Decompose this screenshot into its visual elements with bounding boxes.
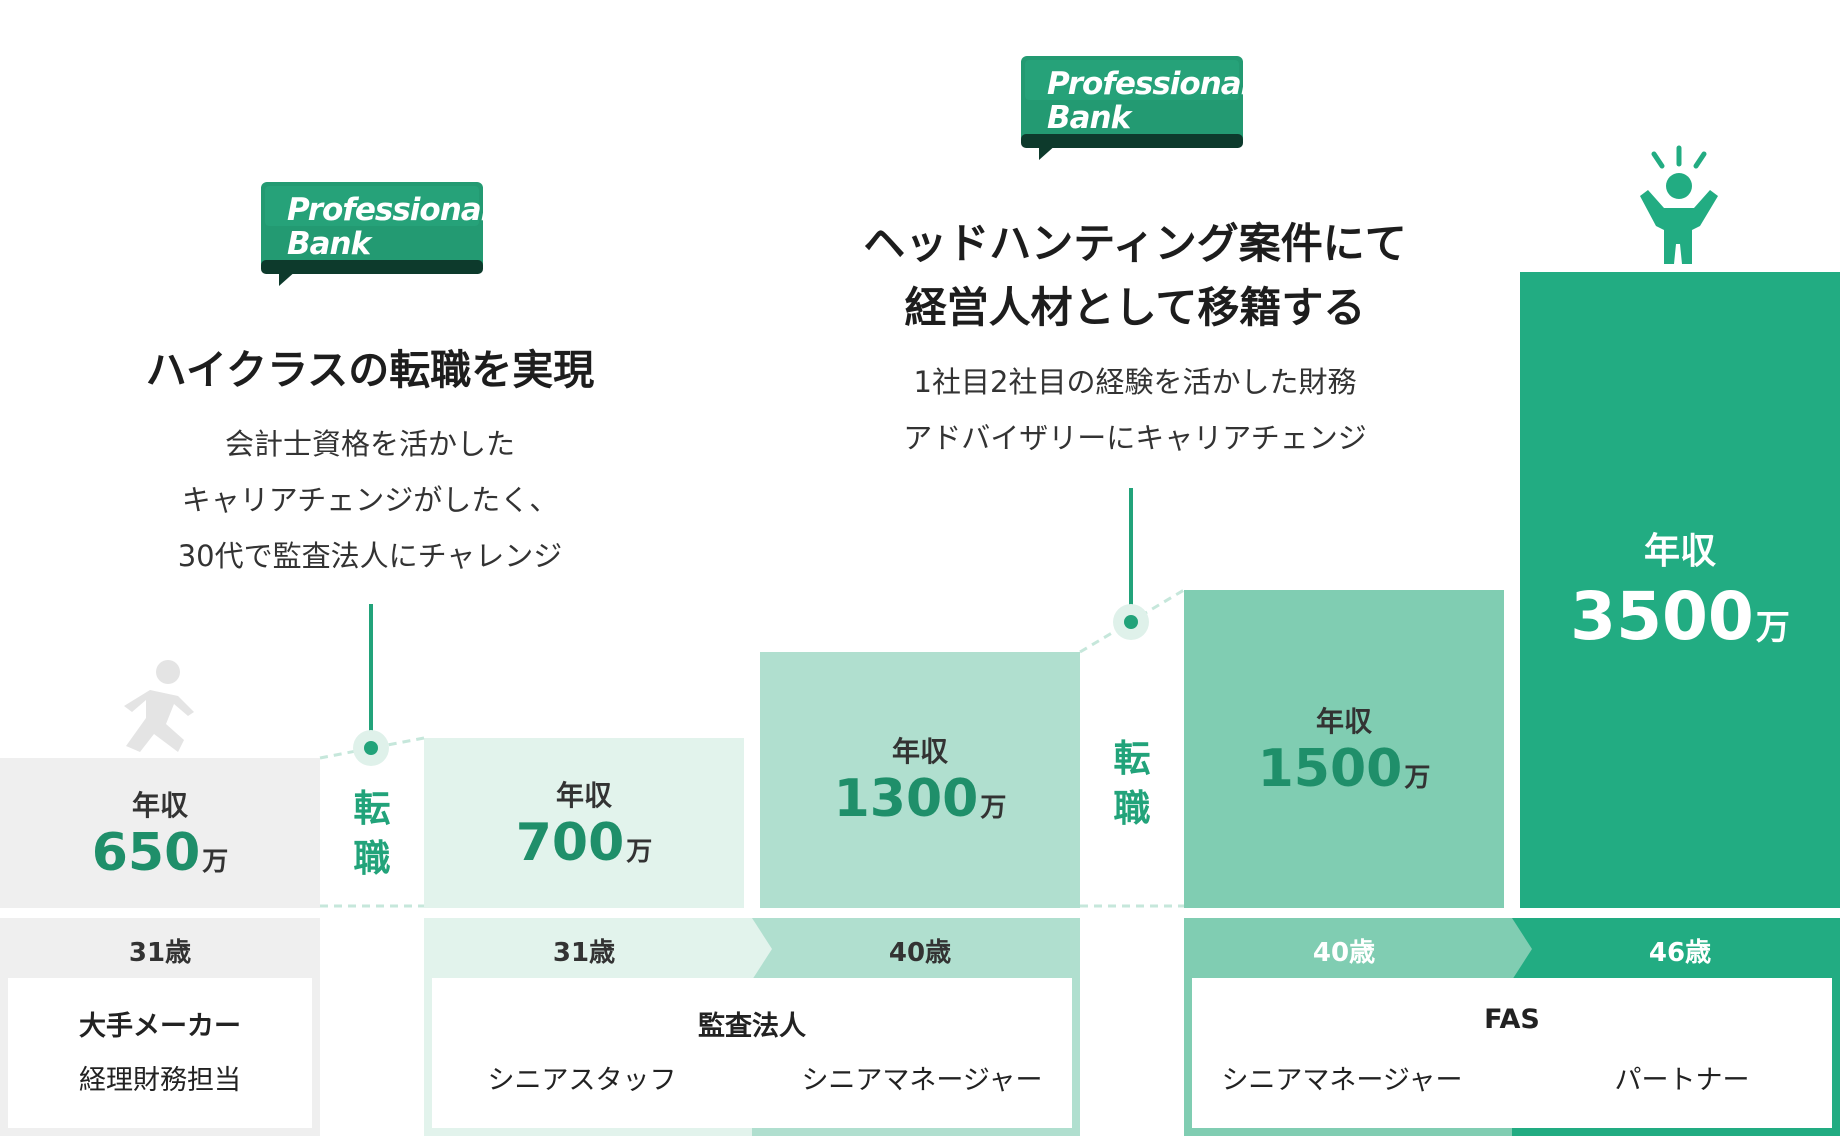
- step2-title-line: ヘッドハンティング案件にて: [863, 219, 1407, 268]
- step1-desc-line: キャリアチェンジがしたく、: [181, 483, 559, 517]
- logo-banner-shape: [1021, 56, 1243, 160]
- professional-bank-logo-1: Professional Bank: [261, 182, 491, 287]
- professional-bank-logo-2: Professional Bank: [1021, 56, 1251, 161]
- salary-block-1300: [760, 652, 1080, 908]
- salary-label: 年収: [131, 789, 188, 822]
- company-card-3: FAS シニアマネージャー パートナー: [1192, 978, 1832, 1128]
- step2-desc-line: アドバイザリーにキャリアチェンジ: [903, 421, 1367, 455]
- age-label: 40歳: [888, 938, 952, 968]
- salary-650: 年収 650万: [0, 784, 320, 882]
- salary-amount: 650: [91, 823, 201, 883]
- salary-unit: 万: [1755, 608, 1790, 648]
- role-to: パートナー: [1614, 1065, 1750, 1096]
- role-to: シニアマネージャー: [801, 1065, 1043, 1096]
- running-person-icon: [124, 660, 194, 752]
- company-card-2: 監査法人 シニアスタッフ シニアマネージャー: [432, 978, 1072, 1128]
- salary-unit: 万: [980, 793, 1007, 823]
- pointer-step2: [1113, 488, 1149, 640]
- age-label: 31歳: [552, 938, 616, 968]
- salary-label: 年収: [891, 735, 948, 768]
- salary-unit: 万: [1404, 763, 1431, 793]
- company-role: 経理財務担当: [79, 1065, 241, 1096]
- salary-block-3500: [1520, 272, 1840, 908]
- step2-title-line: 経営人材として移籍する: [904, 283, 1366, 332]
- step1-description: 会計士資格を活かした キャリアチェンジがしたく、 30代で監査法人にチャレンジ: [100, 416, 640, 584]
- company-name: FAS: [1484, 1004, 1540, 1035]
- age-label: 46歳: [1648, 938, 1712, 968]
- company-card-1: 大手メーカー 経理財務担当: [8, 978, 312, 1128]
- step1-desc-line: 会計士資格を活かした: [224, 427, 515, 461]
- company-name: 監査法人: [698, 1011, 806, 1042]
- job-change-label-1: 転 職: [353, 787, 391, 880]
- salary-amount: 700: [515, 813, 625, 873]
- salary-label: 年収: [1643, 531, 1716, 572]
- salary-700: 年収 700万: [424, 774, 744, 872]
- celebrating-person-icon: [1640, 145, 1718, 264]
- salary-unit: 万: [202, 847, 229, 877]
- salary-block-700: [424, 738, 744, 908]
- salary-unit: 万: [626, 837, 653, 867]
- step1-desc-line: 30代で監査法人にチャレンジ: [177, 539, 563, 573]
- step2-title: ヘッドハンティング案件にて 経営人材として移籍する: [800, 212, 1470, 340]
- step2-desc-line: 1社目2社目の経験を活かした財務: [913, 365, 1357, 399]
- salary-amount: 3500: [1570, 578, 1754, 655]
- salary-block-650: [0, 758, 320, 908]
- age-label: 31歳: [128, 938, 192, 968]
- role-from: シニアマネージャー: [1221, 1065, 1463, 1096]
- age-label: 40歳: [1312, 938, 1376, 968]
- pointer-step1: [353, 604, 389, 766]
- job-change-label-2: 転 職: [1113, 737, 1151, 830]
- step2-description: 1社目2社目の経験を活かした財務 アドバイザリーにキャリアチェンジ: [800, 354, 1470, 466]
- company-name: 大手メーカー: [79, 1011, 241, 1042]
- logo-text: Professional Bank: [1047, 66, 1251, 136]
- role-from: シニアスタッフ: [487, 1065, 677, 1096]
- salary-block-1500: [1184, 590, 1504, 908]
- salary-1500: 年収 1500万: [1184, 700, 1504, 798]
- salary-label: 年収: [1315, 705, 1372, 738]
- logo-text: Professional Bank: [287, 192, 491, 262]
- salary-amount: 1300: [833, 769, 979, 829]
- logo-banner-shape: [261, 182, 483, 286]
- salary-label: 年収: [555, 779, 612, 812]
- salary-1300: 年収 1300万: [760, 730, 1080, 828]
- step1-title: ハイクラスの転職を実現: [145, 346, 595, 394]
- salary-amount: 1500: [1257, 739, 1403, 799]
- salary-3500: 年収 3500万: [1520, 522, 1840, 660]
